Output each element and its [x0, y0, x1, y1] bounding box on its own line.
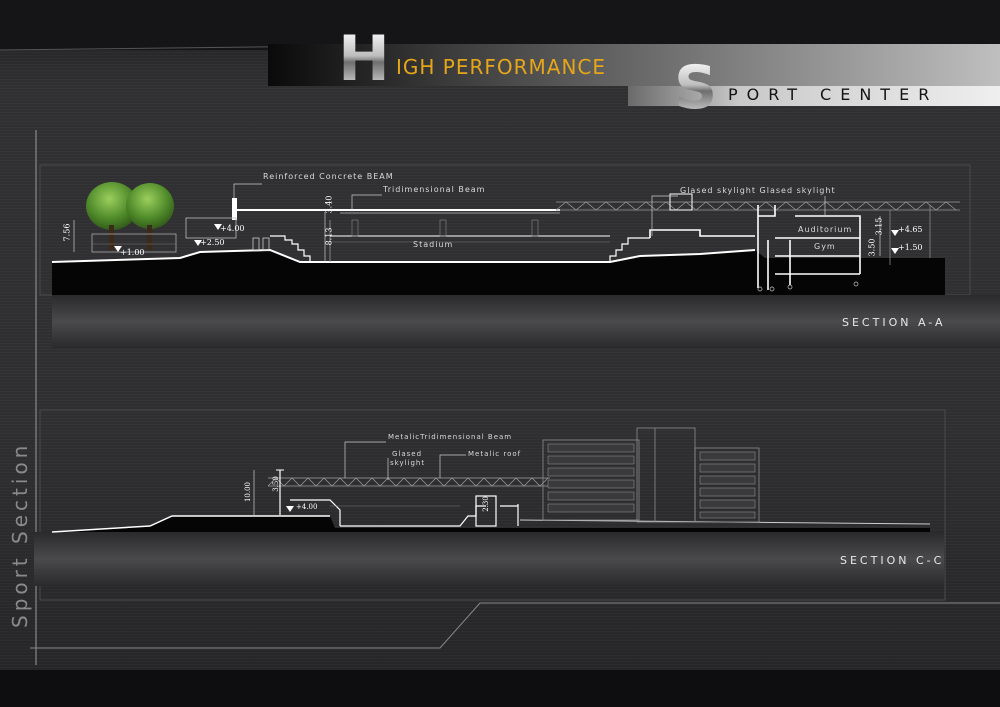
frame-box-cc: [39, 409, 946, 601]
section-aa-drawing: [51, 182, 1000, 348]
level-plus-2-50: +2.50: [200, 238, 225, 247]
section-cc-ground: [52, 516, 930, 532]
leader-concrete: [233, 183, 262, 198]
level-3-50: 3.50: [867, 238, 877, 257]
level-10-00: 10.00: [244, 481, 253, 503]
building-windows: [547, 443, 756, 519]
label-skylight: skylight: [390, 459, 426, 467]
leader-skylight: [651, 195, 678, 236]
title-initial-h: H: [338, 22, 390, 95]
section-cc-drawing: [34, 427, 944, 586]
section-cc-band: [34, 532, 944, 586]
section-aa-ground-line: [51, 248, 756, 263]
title-initial-s: S: [674, 53, 718, 123]
label-metalic-roof: Metalic roof: [468, 450, 522, 458]
label-concrete-beam: Reinforced Concrete BEAM: [263, 172, 394, 181]
bottom-frame-line: [30, 602, 1000, 649]
title-bar-bottom: [628, 86, 1000, 106]
metal-truss-roof: [267, 477, 550, 487]
label-tridimensional-beam: Tridimensional Beam: [383, 185, 486, 194]
section-aa-band: [52, 295, 1000, 348]
side-title: Sport Section: [8, 441, 32, 628]
level-3-15: 3.15: [874, 217, 884, 236]
top-strip: [0, 0, 1000, 50]
level-2-30: 2.30: [481, 496, 490, 512]
level-plus-4-65: +4.65: [898, 225, 923, 234]
label-metalic-beam: MetalicTridimensional Beam: [388, 433, 513, 441]
right-building: [649, 205, 861, 290]
section-aa-title: SECTION A-A: [842, 316, 946, 329]
section-aa-ground: [52, 250, 945, 295]
level-3-40: 3.40: [324, 195, 334, 214]
section-cc-title: SECTION C-C: [840, 554, 945, 567]
label-glased-skylight: Glased skylight Glased skylight: [680, 186, 836, 195]
stands-right: [609, 237, 650, 262]
leader-tridimensional: [351, 194, 382, 210]
tree-icon: [86, 182, 138, 250]
level-plus-1-00: +1.00: [120, 248, 145, 257]
label-glased: Glased: [392, 450, 423, 458]
tree-icon: [126, 183, 174, 250]
stands-left: [270, 235, 311, 262]
label-auditorium: Auditorium: [798, 225, 853, 234]
level-plus-1-50: +1.50: [898, 243, 923, 252]
bottom-strip: [0, 670, 1000, 707]
level-7-56: 7.56: [62, 223, 72, 242]
level-plus-4-00-cc: +4.00: [296, 503, 318, 511]
title-word-sport-center: PORT CENTER: [728, 85, 939, 104]
label-stadium: Stadium: [413, 240, 454, 249]
title-word-high-performance: IGH PERFORMANCE: [396, 55, 607, 79]
level-3-50-cc: 3.50: [271, 476, 280, 492]
planter-wall: [91, 233, 177, 253]
level-8-13: 8.13: [324, 227, 334, 246]
level-plus-4-00: +4.00: [220, 224, 245, 233]
label-gym: Gym: [814, 242, 836, 251]
title-bar-top: [268, 44, 1000, 86]
tall-building: [542, 427, 760, 523]
